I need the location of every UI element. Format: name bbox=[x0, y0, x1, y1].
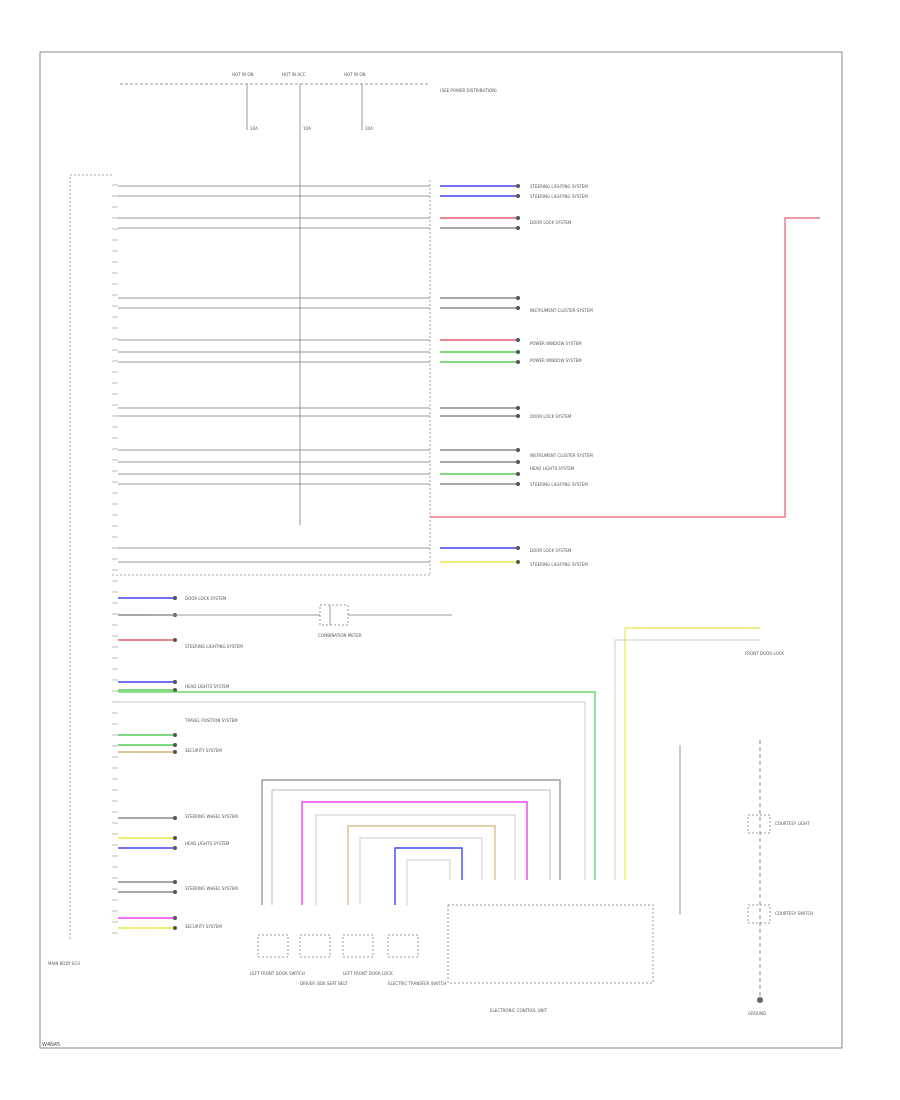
header-note: (SEE POWER DISTRIBUTION) bbox=[440, 88, 497, 93]
connector-dot bbox=[173, 916, 177, 920]
connector-dot bbox=[173, 638, 177, 642]
signal-wires bbox=[118, 184, 520, 930]
bottom-components: LEFT FRONT DOOR SWITCH DRIVER SIDE SEAT … bbox=[250, 904, 654, 1013]
connector-dot bbox=[173, 846, 177, 850]
connector-dot bbox=[173, 836, 177, 840]
connector-dot bbox=[516, 216, 520, 220]
connector-dot bbox=[516, 482, 520, 486]
connector-dot bbox=[173, 750, 177, 754]
connector-dot bbox=[173, 688, 177, 692]
header-connector-1: HOT IN ON bbox=[232, 72, 253, 77]
connector-dot bbox=[173, 596, 177, 600]
connector-dot bbox=[516, 338, 520, 342]
bottom-component-4: ELECTRIC TRANSFER SWITCH bbox=[388, 981, 446, 986]
header-fuse-3: 10A bbox=[365, 126, 373, 131]
ecu-pin-column bbox=[112, 184, 118, 934]
connector-dot bbox=[516, 406, 520, 410]
connector-dot bbox=[516, 226, 520, 230]
ecu-label: MAIN BODY ECU bbox=[48, 961, 80, 966]
red-wire-right bbox=[430, 217, 820, 518]
left-label-5: SECURITY SYSTEM bbox=[185, 748, 222, 753]
left-system-labels: DOOR LOCK SYSTEM STEERING LIGHTING SYSTE… bbox=[184, 596, 243, 929]
header-power-section: HOT IN ON HOT IN ACC HOT IN ON (SEE POWE… bbox=[120, 72, 497, 525]
left-label-4: TRAVEL POSITION SYSTEM bbox=[184, 718, 238, 723]
right-side-components: FRONT DOOR LOCK COURTESY LIGHT COURTESY … bbox=[679, 651, 813, 1016]
connector-dot bbox=[516, 472, 520, 476]
left-label-9: SECURITY SYSTEM bbox=[185, 924, 222, 929]
header-connector-3: HOT IN ON bbox=[344, 72, 365, 77]
figure-code: W4N45 bbox=[42, 1042, 60, 1048]
combination-meter-label: COMBINATION METER bbox=[318, 633, 362, 638]
right-label-11: DOOR LOCK SYSTEM bbox=[530, 548, 572, 553]
right-label-9: HEAD LIGHTS SYSTEM bbox=[530, 466, 575, 471]
header-connector-2: HOT IN ACC bbox=[282, 72, 306, 77]
right-label-6: POWER WINDOW SYSTEM bbox=[530, 358, 582, 363]
connector-dot bbox=[516, 448, 520, 452]
connector-dot bbox=[516, 546, 520, 550]
left-label-1: DOOR LOCK SYSTEM bbox=[185, 596, 227, 601]
header-fuse-2: 10A bbox=[303, 126, 311, 131]
connector-dot bbox=[173, 743, 177, 747]
right-label-7: DOOR LOCK SYSTEM bbox=[530, 414, 572, 419]
lower-wire-loops bbox=[118, 627, 760, 905]
main-body-ecu: MAIN BODY ECU bbox=[48, 174, 431, 966]
connector-dot bbox=[516, 460, 520, 464]
right-side-label-4: GROUND bbox=[748, 1011, 766, 1016]
left-label-7: HEAD LIGHTS SYSTEM bbox=[185, 841, 230, 846]
connector-dot bbox=[516, 360, 520, 364]
right-side-label-3: COURTESY SWITCH bbox=[775, 911, 813, 916]
left-label-2: STEERING LIGHTING SYSTEM bbox=[185, 644, 243, 649]
right-label-8: INSTRUMENT CLUSTER SYSTEM bbox=[530, 453, 593, 458]
connector-dot bbox=[173, 733, 177, 737]
connector-dot bbox=[516, 350, 520, 354]
bottom-center-label: ELECTRONIC CONTROL UNIT bbox=[490, 1008, 548, 1013]
right-label-1: STEERING LIGHTING SYSTEM bbox=[530, 184, 588, 189]
connector-dot bbox=[516, 184, 520, 188]
right-label-12: STEERING LIGHTING SYSTEM bbox=[530, 562, 588, 567]
bottom-component-2: DRIVER SIDE SEAT BELT bbox=[300, 981, 348, 986]
right-label-5: POWER WINDOW SYSTEM bbox=[530, 341, 582, 346]
left-label-8: STEERING WHEEL SYSTEM bbox=[185, 886, 238, 891]
connector-dot bbox=[516, 296, 520, 300]
right-system-labels: STEERING LIGHTING SYSTEM STEERING LIGHTI… bbox=[530, 184, 593, 567]
left-label-3: HEAD LIGHTS SYSTEM bbox=[185, 684, 230, 689]
connector-dot bbox=[173, 890, 177, 894]
combination-meter: COMBINATION METER bbox=[150, 604, 452, 638]
connector-dot bbox=[516, 414, 520, 418]
left-label-6: STEERING WHEEL SYSTEM bbox=[185, 814, 238, 819]
diagram-border bbox=[39, 51, 843, 1049]
right-label-10: STEERING LIGHTING SYSTEM bbox=[530, 482, 588, 487]
header-fuse-1: 10A bbox=[250, 126, 258, 131]
connector-dot bbox=[516, 194, 520, 198]
connector-dot bbox=[173, 816, 177, 820]
right-side-label-2: COURTESY LIGHT bbox=[775, 821, 810, 826]
bottom-component-3: LEFT FRONT DOOR LOCK bbox=[343, 971, 393, 976]
connector-dot bbox=[516, 306, 520, 310]
connector-dot bbox=[516, 560, 520, 564]
right-label-3: DOOR LOCK SYSTEM bbox=[530, 220, 572, 225]
connector-dot bbox=[173, 680, 177, 684]
right-label-2: STEERING LIGHTING SYSTEM bbox=[530, 194, 588, 199]
bottom-component-1: LEFT FRONT DOOR SWITCH bbox=[250, 971, 305, 976]
connector-dot bbox=[173, 926, 177, 930]
right-label-4: INSTRUMENT CLUSTER SYSTEM bbox=[530, 308, 593, 313]
right-side-label-1: FRONT DOOR LOCK bbox=[745, 651, 784, 656]
connector-dot bbox=[173, 880, 177, 884]
